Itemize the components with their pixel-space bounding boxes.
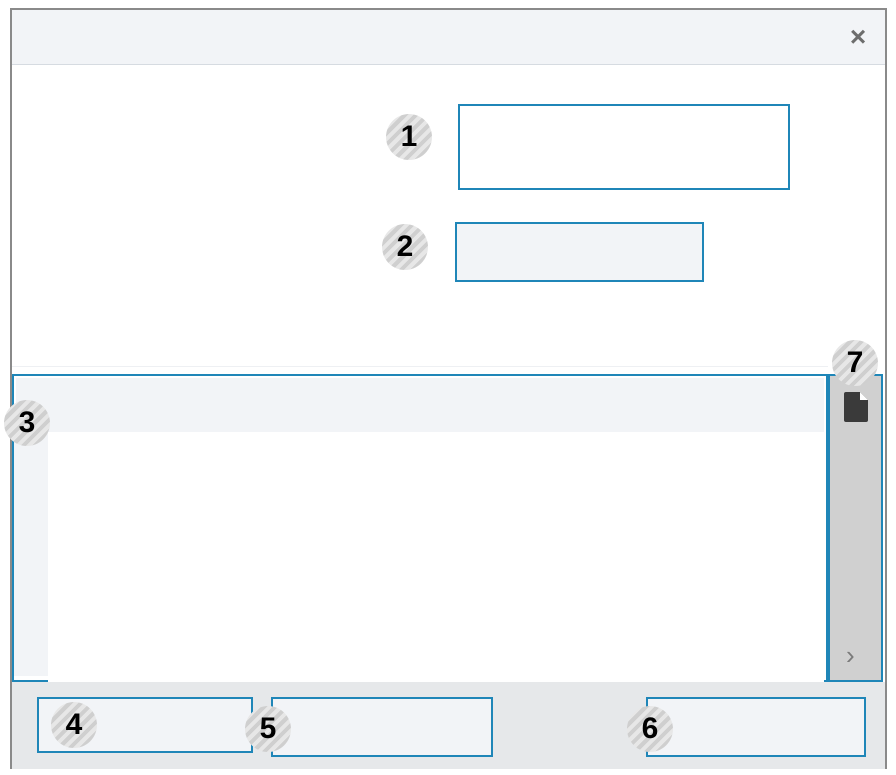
callout-7: 7 — [832, 340, 878, 386]
field-1[interactable] — [458, 104, 790, 190]
list-gutter — [14, 432, 48, 676]
button-6[interactable] — [646, 697, 866, 757]
side-panel[interactable]: › — [828, 374, 883, 682]
chevron-right-icon[interactable]: › — [846, 640, 855, 670]
callout-2: 2 — [382, 224, 428, 270]
callout-4: 4 — [51, 702, 97, 748]
close-icon[interactable]: × — [849, 21, 867, 52]
list-header — [16, 378, 824, 432]
footer-bar — [12, 682, 885, 769]
title-bar: × — [12, 10, 885, 65]
field-2[interactable] — [455, 222, 704, 282]
content-list[interactable] — [12, 374, 828, 682]
button-5[interactable] — [271, 697, 493, 757]
dialog-window: × 1 2 3 › 7 4 5 6 — [4, 8, 887, 769]
section-divider — [12, 366, 828, 367]
document-icon — [844, 392, 868, 422]
callout-3: 3 — [4, 400, 50, 446]
callout-6: 6 — [627, 706, 673, 752]
callout-5: 5 — [245, 706, 291, 752]
list-body[interactable] — [48, 432, 824, 682]
callout-1: 1 — [386, 114, 432, 160]
